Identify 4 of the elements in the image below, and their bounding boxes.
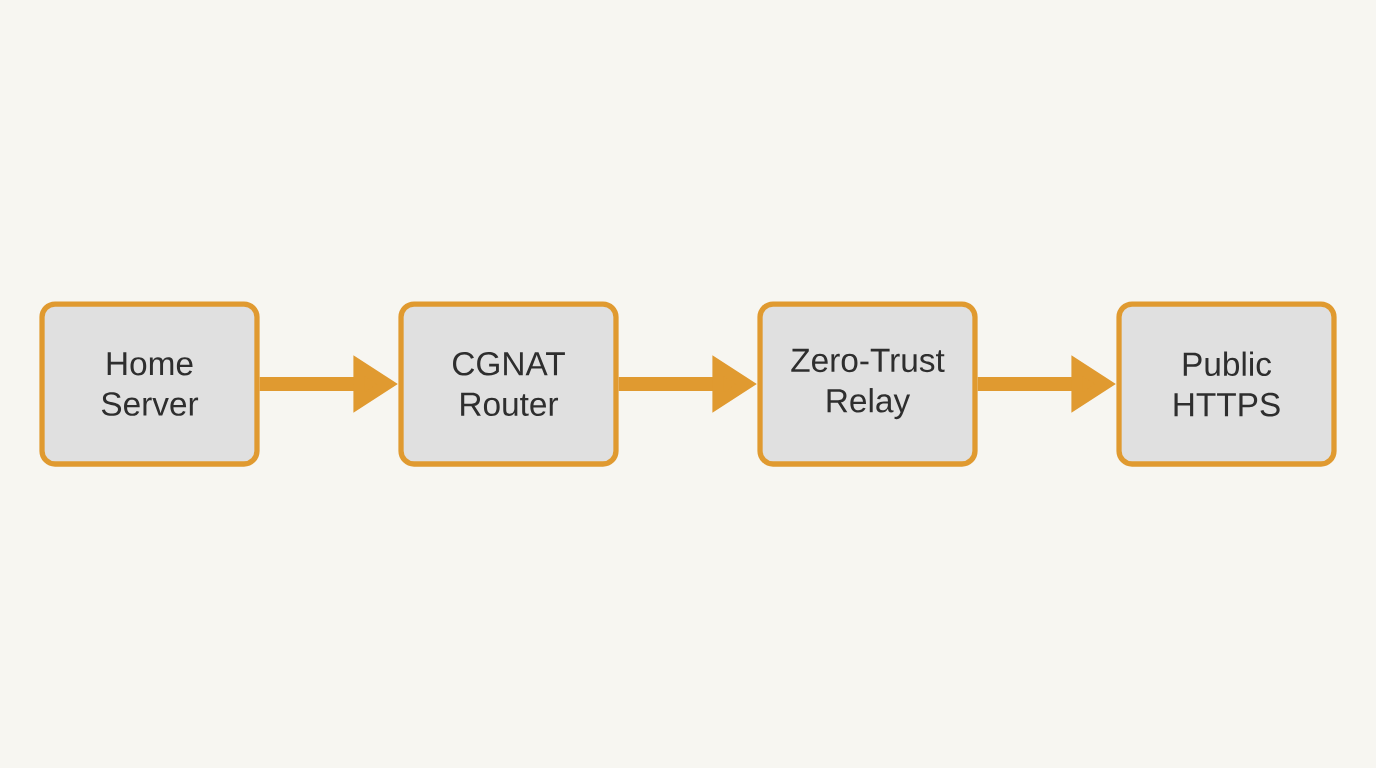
process-box: CGNAT Router — [398, 301, 619, 467]
process-box: Zero-Trust Relay — [757, 301, 978, 467]
process-box: Home Server — [39, 301, 260, 467]
process-box: Public HTTPS — [1116, 301, 1337, 467]
